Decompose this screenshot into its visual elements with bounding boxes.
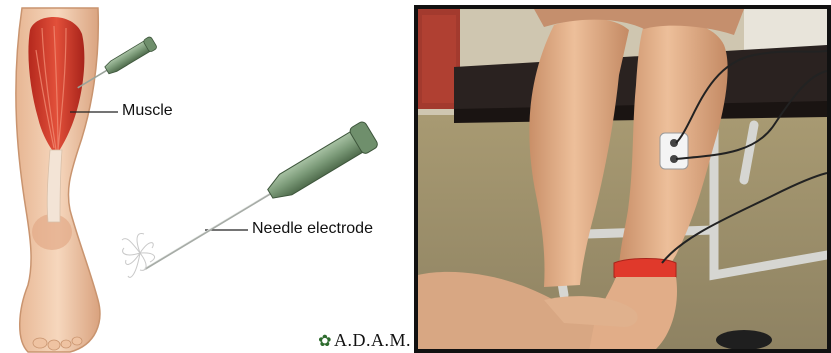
needle-electrode-label: Needle electrode <box>252 220 373 238</box>
surface-electrodes <box>660 133 688 169</box>
floor-device <box>716 330 772 350</box>
leaf-icon: ✿ <box>318 333 332 350</box>
needle-electrode <box>137 120 379 282</box>
achilles-tendon <box>47 150 62 222</box>
toe-3 <box>61 340 71 348</box>
clinical-photo <box>414 5 831 353</box>
illustration-panel: Muscle Needle electrode ✿A.D.A.M. <box>0 0 413 353</box>
needle-tip-wires <box>122 234 155 278</box>
leg-illustration <box>0 0 413 353</box>
toe-4 <box>72 337 82 345</box>
toe-1 <box>33 338 47 348</box>
clinical-photo-panel <box>414 5 831 353</box>
muscle-label: Muscle <box>122 102 173 120</box>
toe-2 <box>48 340 60 350</box>
adam-logo: ✿A.D.A.M. <box>318 330 411 351</box>
